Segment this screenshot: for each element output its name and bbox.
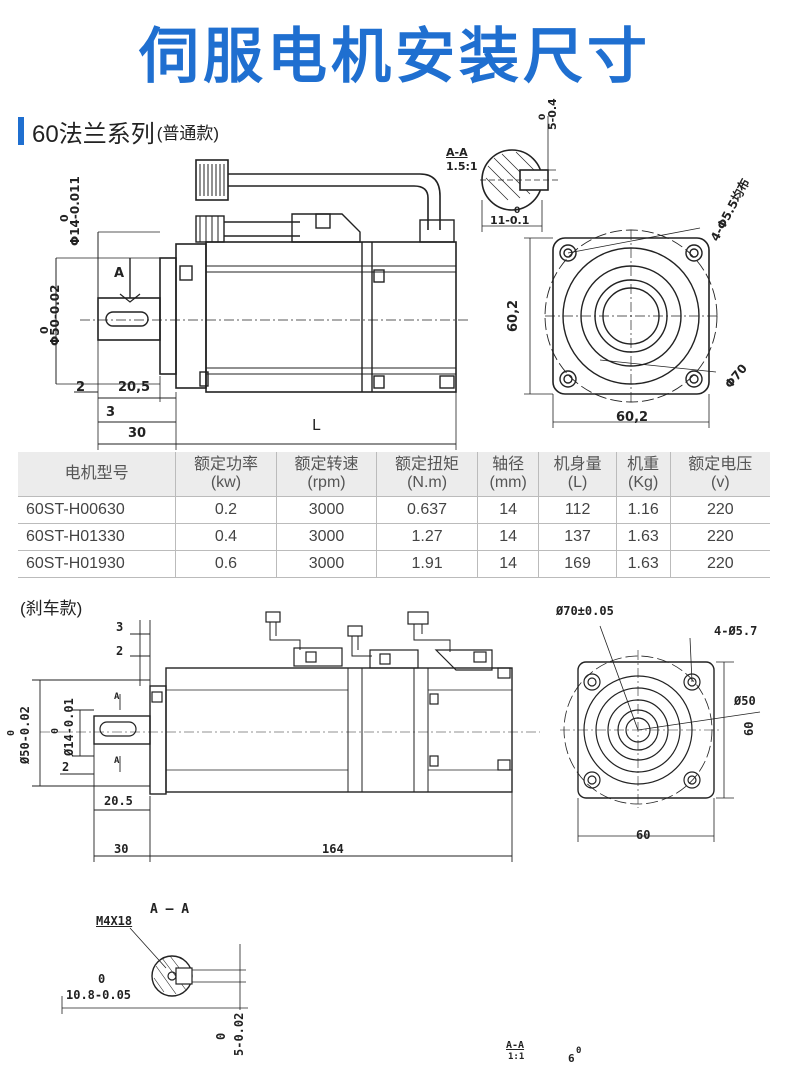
brake-mark-a-bottom: A bbox=[114, 756, 120, 766]
section-mark-a: A bbox=[114, 266, 125, 281]
table-cell: 220 bbox=[669, 496, 770, 524]
section-aa-view bbox=[480, 116, 560, 232]
section-arrow-marker bbox=[119, 258, 141, 303]
brake-shaft-tol: 0 bbox=[50, 727, 61, 734]
brake-dim-2a: 2 bbox=[116, 644, 124, 658]
brake-pcd-label: Ø70±0.05 bbox=[556, 604, 614, 618]
table-cell: 14 bbox=[476, 523, 539, 551]
height-tol: 0 bbox=[514, 206, 521, 216]
section-title: 60法兰系列 bbox=[32, 120, 155, 148]
brake-dim-164: 164 bbox=[322, 842, 344, 856]
end-width-label: 60,2 bbox=[616, 410, 649, 425]
drawing1-labels: 0 Φ14-0.011 0 Φ50-0.02 A 2 20,5 3 30 L A… bbox=[0, 0, 790, 452]
table-cell: 60ST-H01330 bbox=[18, 523, 176, 551]
table-header-cell: 电机型号 bbox=[18, 452, 176, 497]
brake-flange-diameter: Ø50-0.02 bbox=[18, 706, 32, 764]
table-header-cell: 额定扭矩(N.m) bbox=[376, 452, 478, 497]
brake-section-label: A — A bbox=[150, 902, 190, 917]
dim-3: 3 bbox=[106, 405, 116, 420]
table-cell: 169 bbox=[538, 550, 617, 578]
table-header-cell: 额定电压(v) bbox=[669, 452, 770, 497]
brake-holes-label: 4-Ø5.7 bbox=[714, 624, 758, 638]
brake-dim-30: 30 bbox=[114, 842, 129, 856]
table-cell: 0.2 bbox=[175, 496, 277, 524]
brake-shaft-diameter: Ø14-0.01 bbox=[62, 698, 76, 756]
brake-mark-a-top: A bbox=[114, 692, 120, 702]
table-cell: 1.63 bbox=[615, 523, 671, 551]
dim-l: L bbox=[312, 416, 321, 434]
table-cell: 1.16 bbox=[615, 496, 671, 524]
dim-30: 30 bbox=[128, 426, 147, 441]
section-aa-label: A-A bbox=[446, 146, 468, 159]
section-height-label: 11-0.1 bbox=[490, 214, 530, 227]
section-header-standard: 60法兰系列 (普通款) bbox=[18, 115, 220, 148]
table-header-cell: 机重(Kg) bbox=[615, 452, 671, 497]
table-cell: 1.27 bbox=[376, 523, 478, 551]
standard-motor-drawing bbox=[55, 116, 718, 450]
table-cell: 220 bbox=[669, 550, 770, 578]
table-row: 60ST-H00630 0.2 3000 0.637 14 112 1.16 2… bbox=[18, 496, 770, 524]
end-view bbox=[524, 227, 718, 428]
table-cell: 137 bbox=[538, 523, 617, 551]
table-cell: 3000 bbox=[275, 496, 377, 524]
page-title: 伺服电机安装尺寸 bbox=[139, 22, 651, 92]
encoder-connector bbox=[195, 159, 455, 243]
table-cell: 3000 bbox=[275, 523, 377, 551]
bottom-value: 6 bbox=[568, 1052, 575, 1065]
brake-end-height: 60 bbox=[742, 721, 756, 736]
table-cell: 1.63 bbox=[615, 550, 671, 578]
brake-dim-3: 3 bbox=[116, 620, 124, 634]
brake-keyway-label: 5-0.02 bbox=[232, 1012, 246, 1056]
table-cell: 0.6 bbox=[175, 550, 277, 578]
table-cell: 0.4 bbox=[175, 523, 277, 551]
section-aa-scale: 1.5:1 bbox=[446, 160, 478, 173]
table-header-cell: 轴径(mm) bbox=[476, 452, 539, 497]
bottom-section-label: A-A bbox=[506, 1040, 525, 1051]
table-cell: 14 bbox=[476, 496, 539, 524]
table-header-cell: 机身量(L) bbox=[538, 452, 617, 497]
brake-flange-tol: 0 bbox=[6, 729, 17, 736]
table-cell: 60ST-H00630 bbox=[18, 496, 176, 524]
bottom-tol: 0 bbox=[576, 1046, 582, 1056]
brake-spigot-label: Ø50 bbox=[734, 694, 756, 708]
table-cell: 1.91 bbox=[376, 550, 478, 578]
table-cell: 60ST-H01930 bbox=[18, 550, 176, 578]
section-subtitle: (普通款) bbox=[156, 123, 220, 143]
front-dimensions bbox=[55, 231, 457, 450]
table-cell: 0.637 bbox=[376, 496, 478, 524]
table-header-cell: 额定功率(kw) bbox=[175, 452, 277, 497]
brake-end-width: 60 bbox=[636, 828, 651, 842]
motor-body-outline bbox=[97, 241, 457, 393]
table-cell: 14 bbox=[476, 550, 539, 578]
table-cell: 112 bbox=[538, 496, 617, 524]
brake-dim-2b: 2 bbox=[62, 760, 70, 774]
brake-section-title: (刹车款) bbox=[20, 599, 83, 618]
section-accent-bar bbox=[18, 117, 24, 145]
dim-20-5: 20,5 bbox=[118, 380, 151, 395]
brake-thread-label: M4X18 bbox=[96, 914, 133, 928]
table-header-row: 电机型号 额定功率(kw) 额定转速(rpm) 额定扭矩(N.m) 轴径(mm)… bbox=[18, 452, 770, 497]
table-cell: 220 bbox=[669, 523, 770, 551]
table-row: 60ST-H01330 0.4 3000 1.27 14 137 1.63 22… bbox=[18, 523, 770, 551]
brake-dim-20-5: 20.5 bbox=[104, 794, 133, 808]
brake-keyway-tol: 0 bbox=[214, 1032, 228, 1040]
table-cell: 3000 bbox=[275, 550, 377, 578]
bottom-section-scale: 1:1 bbox=[508, 1052, 525, 1062]
dim-2: 2 bbox=[76, 380, 86, 395]
brake-height-label: 10.8-0.05 bbox=[66, 988, 132, 1002]
table-header-cell: 额定转速(rpm) bbox=[275, 452, 377, 497]
table-row: 60ST-H01930 0.6 3000 1.91 14 169 1.63 22… bbox=[18, 550, 770, 578]
brake-height-tol: 0 bbox=[98, 972, 106, 986]
spec-table: 电机型号 额定功率(kw) 额定转速(rpm) 额定扭矩(N.m) 轴径(mm)… bbox=[18, 452, 770, 578]
